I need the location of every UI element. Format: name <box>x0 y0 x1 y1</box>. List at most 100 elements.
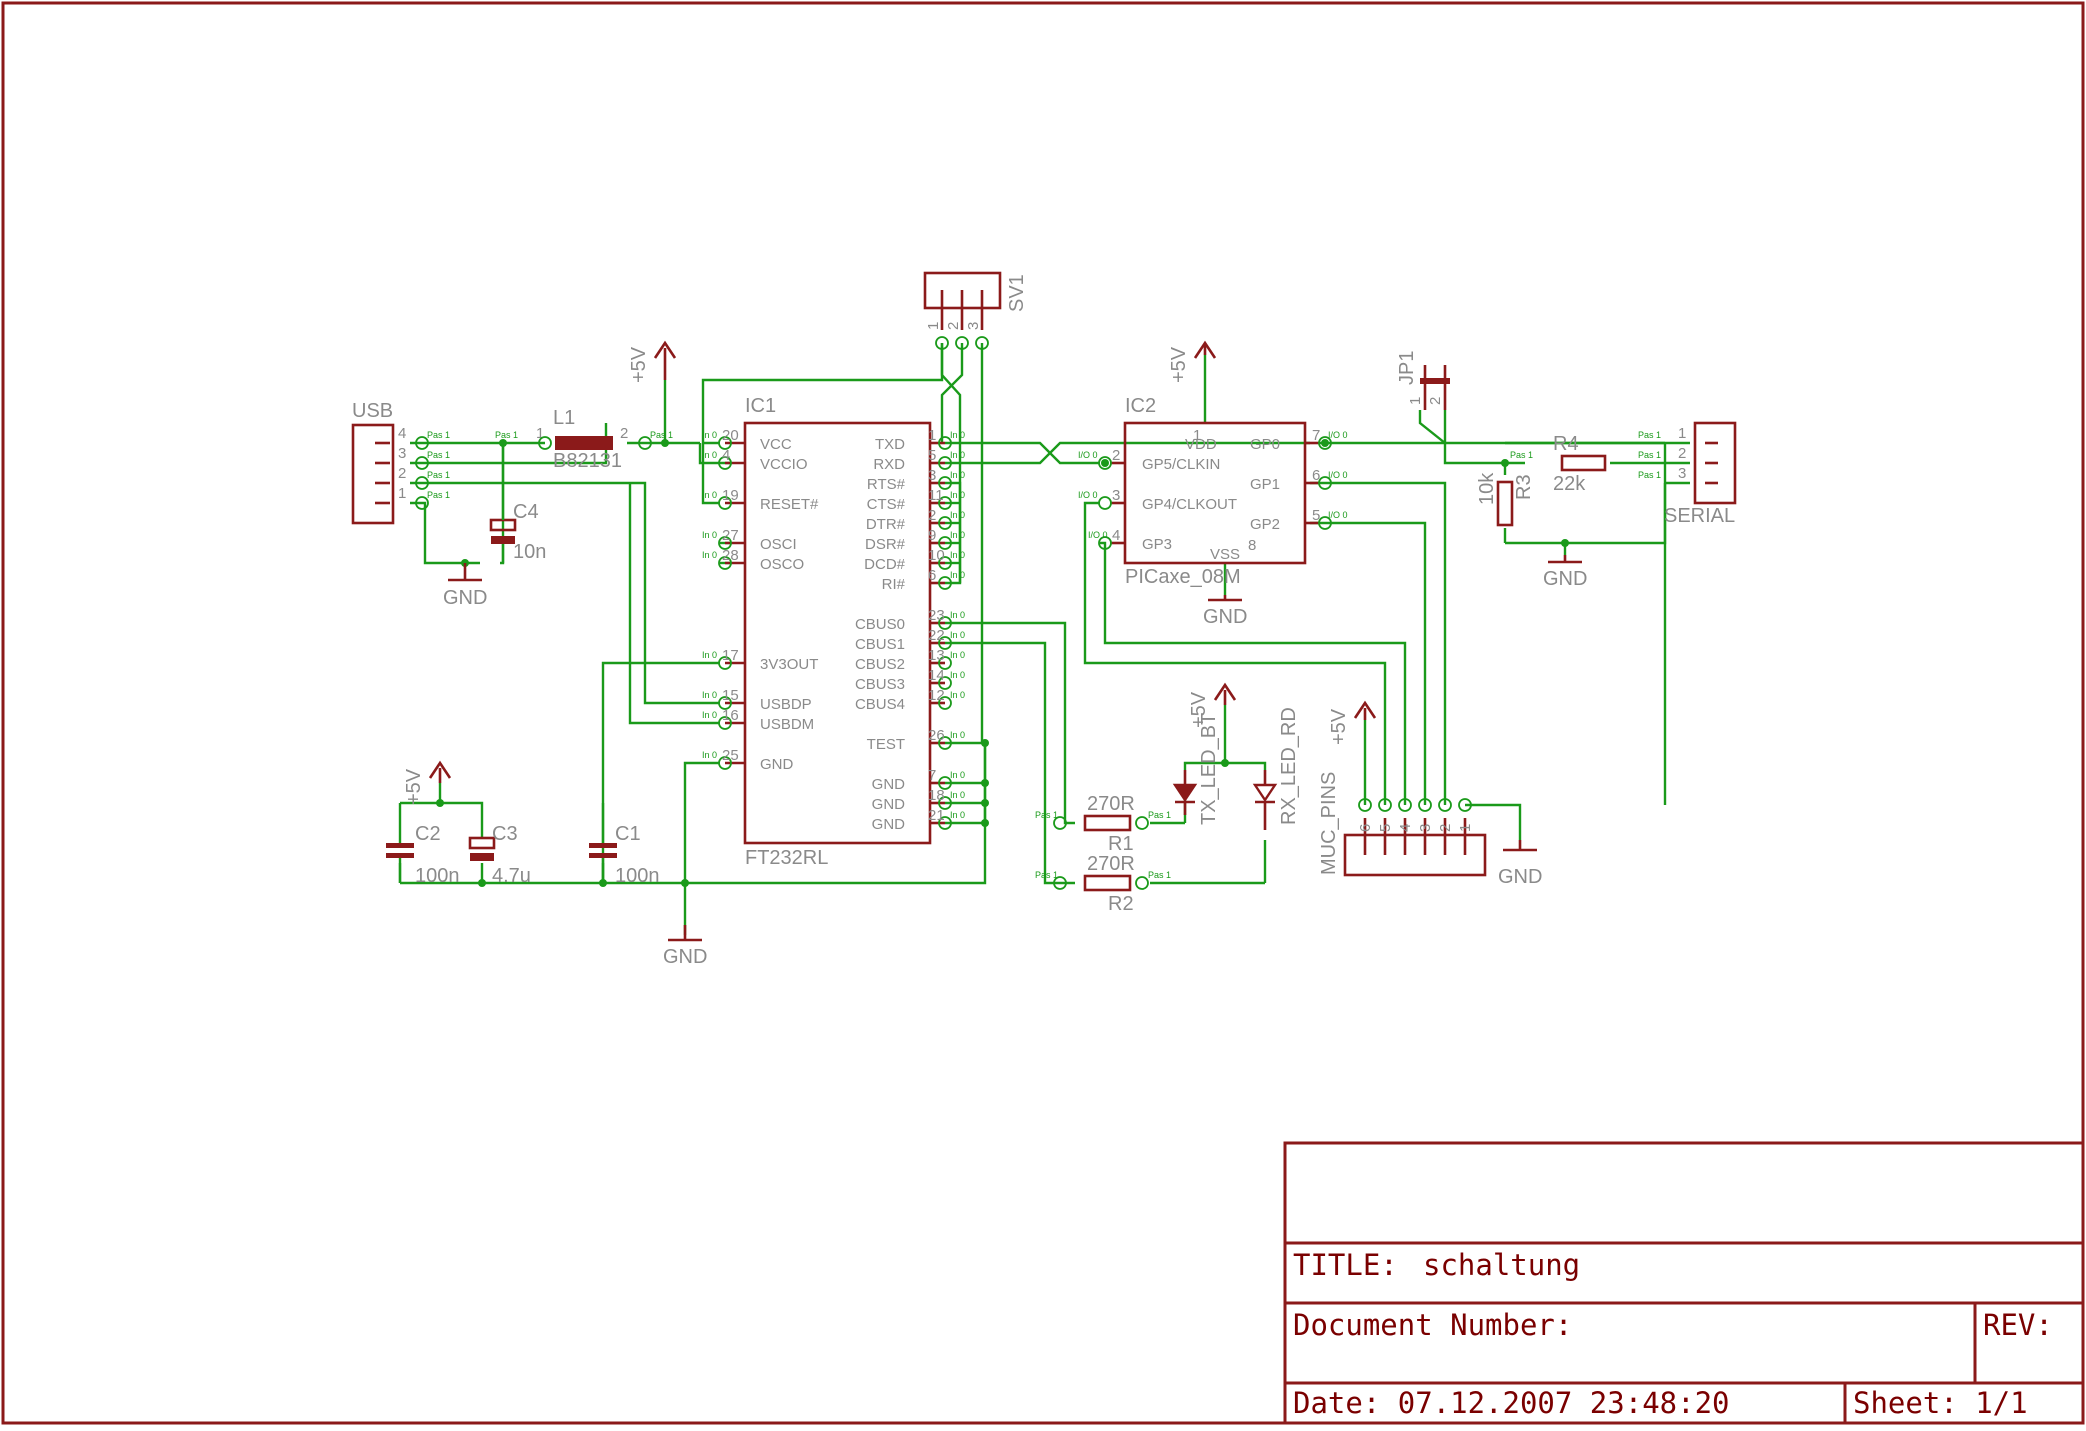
usb-pin-1: 1 <box>398 485 406 502</box>
pad-type-label: Pas 1 <box>1638 430 1661 440</box>
pad-type-label: Pas 1 <box>1510 450 1533 460</box>
ic1-pin-pad <box>718 496 732 510</box>
pad-type-label: I/O 0 <box>1328 470 1348 480</box>
pad-type-label: In 0 <box>702 710 717 720</box>
document-number-label: Document Number: <box>1293 1308 1572 1342</box>
ic1-pin-pad <box>938 456 952 470</box>
ic2-pin-number: 6 <box>1312 467 1320 484</box>
ic1-pin-number: 22 <box>928 627 945 644</box>
ic1-pin-number: 14 <box>928 667 945 684</box>
wire-ic1-gnd <box>683 761 720 883</box>
ic1-pin-pad <box>938 796 952 810</box>
pad-type-label: In 0 <box>950 770 965 780</box>
c3-name: C3 <box>492 823 518 845</box>
title-value: schaltung <box>1423 1248 1580 1282</box>
pad-type-label: In 0 <box>702 490 717 500</box>
serial-pin-1: 1 <box>1678 425 1686 442</box>
ic1-pin-label: CTS# <box>867 496 906 513</box>
ic1-pin-pad <box>938 636 952 650</box>
pad-type-label: Pas 1 <box>1035 870 1058 880</box>
wire-usb-dp <box>410 481 720 705</box>
ic1-value: FT232RL <box>745 847 828 869</box>
ic1-pin-number: 19 <box>722 487 739 504</box>
led-rx: RX_LED_RD <box>1252 707 1300 830</box>
ic1-pin-label: TEST <box>867 736 905 753</box>
vcc-label-ic1: +5V <box>628 346 650 383</box>
ic2-pin-label: GP2 <box>1250 516 1280 533</box>
ic2-value: PICaxe_08M <box>1125 566 1241 588</box>
ic1-pin-number: 16 <box>722 707 739 724</box>
ic2-pin-number: 8 <box>1248 537 1256 554</box>
ic2-pin-label: VDD <box>1185 436 1217 453</box>
pad-type-label: Pas 1 <box>427 450 450 460</box>
wire-cbus1 <box>945 641 1075 885</box>
pad-type-label: Pas 1 <box>1148 810 1171 820</box>
pad-type-label: I/O 0 <box>1328 430 1348 440</box>
pad-type-label: In 0 <box>950 790 965 800</box>
vcc-label-leds: +5V <box>1188 691 1210 728</box>
muc-pin-number: 1 <box>1457 824 1474 832</box>
ic1-pin-label: USBDM <box>760 716 814 733</box>
r2-name: R2 <box>1108 893 1134 915</box>
ic1-pin-number: 5 <box>928 447 936 464</box>
ic1-pin-number: 1 <box>928 427 936 444</box>
ic1-right-pins: TXD1RXD5RTS#3CTS#11DTR#2DSR#9DCD#10RI#6C… <box>855 427 952 833</box>
ic2-pin-label: GP0 <box>1250 436 1280 453</box>
pad-type-label: Pas 1 <box>427 490 450 500</box>
pad-type-label: In 0 <box>950 430 965 440</box>
ic1-pin-pad <box>938 556 952 570</box>
ic1-pin-number: 17 <box>722 647 739 664</box>
r1-value: 270R <box>1087 793 1135 815</box>
pad-type-label: Pas 1 <box>427 430 450 440</box>
pad-annotations: Pas 1 Pas 1 Pas 1 Pas 1 Pas 1 Pas 1 In 0 In 0 In… <box>427 430 1661 880</box>
jp1-pin-2: 2 <box>1427 397 1444 405</box>
vcc-symbol-left: +5V <box>403 760 452 805</box>
gnd-label-usb: GND <box>443 587 487 609</box>
muc-pin-pad <box>1438 798 1452 812</box>
ic1-pin-pad <box>718 456 732 470</box>
vcc-symbol-muc: +5V <box>1328 700 1377 745</box>
muc-pin-pad <box>1358 798 1372 812</box>
ic1-pin-pad <box>938 576 952 590</box>
r3-value: 10k <box>1476 472 1498 505</box>
ic2-pin-number: 1 <box>1193 427 1201 444</box>
vcc-symbol-ic1: +5V <box>628 340 677 383</box>
vcc-symbol-ic2: +5V <box>1168 340 1217 383</box>
ic1-pin-number: 3 <box>928 467 936 484</box>
ic2-pin-label: GP4/CLKOUT <box>1142 496 1237 513</box>
pad-type-label: In 0 <box>950 490 965 500</box>
ic1-pin-label: RESET# <box>760 496 819 513</box>
pad-type-label: Pas 1 <box>1638 450 1661 460</box>
ic1-pin-label: CBUS4 <box>855 696 905 713</box>
ic1-pin-number: 18 <box>928 787 945 804</box>
vcc-label-muc: +5V <box>1328 708 1350 745</box>
ic1-pin-number: 10 <box>928 547 945 564</box>
ic1-name: IC1 <box>745 395 776 417</box>
ic1-pin-number: 28 <box>722 547 739 564</box>
usb-connector: USB 4 3 2 1 <box>351 400 429 525</box>
pad-type-label: I/O 0 <box>1088 530 1108 540</box>
ic1-pin-pad <box>718 536 732 550</box>
muc-pin-number: 5 <box>1377 824 1394 832</box>
l1-pin-1: 1 <box>536 425 544 442</box>
ic1-pin-number: 12 <box>928 687 945 704</box>
inductor-l1: L1 B82131 1 2 <box>536 407 652 472</box>
ic1-pin-number: 13 <box>928 647 945 664</box>
sheet-number: Sheet: 1/1 <box>1853 1386 2028 1420</box>
ic1-pin-pad <box>718 696 732 710</box>
c3-value: 4.7u <box>492 865 531 887</box>
pad-type-label: I/O 0 <box>1078 490 1098 500</box>
ic1-pin-label: USBDP <box>760 696 812 713</box>
gnd-label-serial: GND <box>1543 568 1587 590</box>
ic1-pin-pad <box>938 616 952 630</box>
gnd-label-left: GND <box>663 946 707 968</box>
l1-name: L1 <box>553 407 575 429</box>
ic1-pin-label: RI# <box>882 576 906 593</box>
wire-cbus0 <box>945 621 1075 825</box>
resistor-r4: R4 22k <box>1553 433 1607 495</box>
wire-sv1-2 <box>940 343 964 443</box>
pad-type-label: In 0 <box>950 550 965 560</box>
ic2-pin-number: 5 <box>1312 507 1320 524</box>
pad-type-label: In 0 <box>950 650 965 660</box>
ic1-pin-label: 3V3OUT <box>760 656 818 673</box>
